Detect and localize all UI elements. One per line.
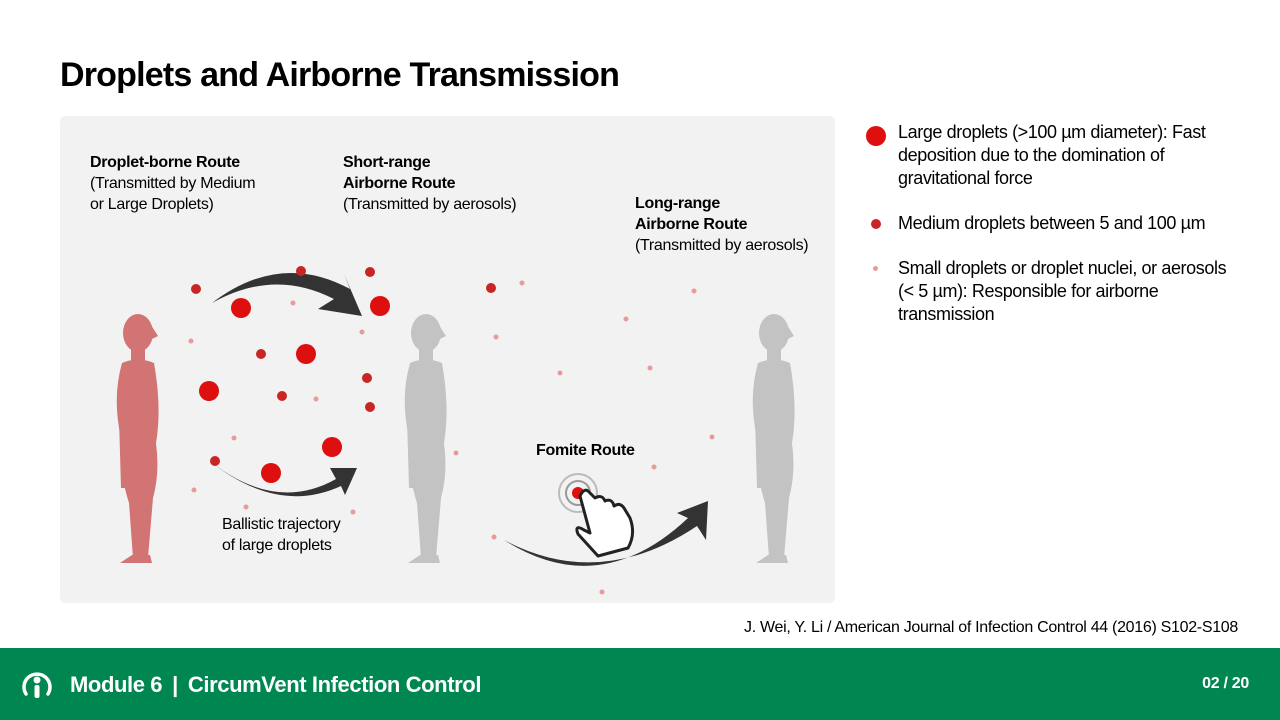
short-range-title2: Airborne Route	[343, 175, 456, 192]
medium-droplet	[296, 266, 306, 276]
small-droplet	[491, 534, 497, 540]
medium-droplet	[256, 349, 266, 359]
fomite-label: Fomite Route	[536, 440, 635, 461]
long-range-title2: Airborne Route	[635, 216, 748, 233]
small-droplet	[709, 434, 715, 440]
small-droplet	[243, 504, 249, 510]
footer-module-title: Module 6 | CircumVent Infection Control	[70, 672, 481, 698]
footer-course: CircumVent Infection Control	[187, 672, 482, 697]
medium-droplet	[191, 284, 201, 294]
medium-droplet	[362, 373, 372, 383]
small-droplet	[359, 329, 365, 335]
medium-droplet-icon	[871, 219, 881, 229]
legend-medium: Medium droplets between 5 and 100 µm	[866, 212, 1246, 235]
short-range-sub: (Transmitted by aerosols)	[343, 196, 517, 213]
small-droplet	[290, 300, 296, 306]
droplet-arrow-top	[212, 272, 362, 316]
small-droplet	[623, 316, 629, 322]
large-droplet-icon	[866, 126, 886, 146]
droplet-route-label: Droplet-borne Route (Transmitted by Medi…	[90, 152, 256, 215]
person-circle-icon	[22, 672, 52, 698]
small-droplet	[191, 487, 197, 493]
legend-medium-text: Medium droplets between 5 and 100 µm	[898, 213, 1206, 233]
small-droplet	[599, 589, 605, 595]
large-droplet	[231, 298, 251, 318]
small-droplets	[188, 280, 715, 595]
small-droplet	[691, 288, 697, 294]
large-droplets	[199, 296, 390, 483]
footer-bar: Module 6 | CircumVent Infection Control 02…	[0, 648, 1280, 720]
legend-small-text: Small droplets or droplet nuclei, or aer…	[898, 258, 1227, 324]
medium-droplet	[486, 283, 496, 293]
small-droplet-icon	[873, 266, 878, 271]
ballistic-line2: of large droplets	[222, 537, 332, 554]
short-range-person	[404, 314, 447, 563]
small-droplet	[519, 280, 525, 286]
fomite-title: Fomite Route	[536, 442, 635, 459]
long-range-person	[752, 314, 795, 563]
medium-droplet	[365, 402, 375, 412]
small-droplet	[651, 464, 657, 470]
footer-separator: |	[172, 672, 178, 697]
large-droplet	[296, 344, 316, 364]
legend-large-text: Large droplets (>100 µm diameter): Fast …	[898, 122, 1206, 188]
small-droplet	[231, 435, 237, 441]
hand-touch-icon	[558, 473, 635, 558]
long-range-label: Long-range Airborne Route (Transmitted b…	[635, 193, 809, 256]
small-droplet	[453, 450, 459, 456]
ballistic-line1: Ballistic trajectory	[222, 516, 341, 533]
infected-person	[116, 314, 159, 563]
footer-module: Module 6	[70, 672, 163, 697]
long-range-sub: (Transmitted by aerosols)	[635, 237, 809, 254]
droplet-route-sub1: (Transmitted by Medium	[90, 175, 256, 192]
large-droplet	[199, 381, 219, 401]
small-droplet	[493, 334, 499, 340]
droplet-legend: Large droplets (>100 µm diameter): Fast …	[866, 121, 1246, 348]
large-droplet	[370, 296, 390, 316]
legend-large: Large droplets (>100 µm diameter): Fast …	[866, 121, 1246, 190]
diagram-panel: Droplet-borne Route (Transmitted by Medi…	[60, 116, 835, 603]
page-number: 02 / 20	[1202, 675, 1249, 692]
page-title: Droplets and Airborne Transmission	[60, 56, 620, 94]
small-droplet	[313, 396, 319, 402]
large-droplet	[322, 437, 342, 457]
small-droplet	[350, 509, 356, 515]
small-droplet	[557, 370, 563, 376]
medium-droplet	[277, 391, 287, 401]
short-range-label: Short-range Airborne Route (Transmitted …	[343, 152, 517, 215]
droplet-route-sub2: or Large Droplets)	[90, 196, 214, 213]
medium-droplet	[210, 456, 220, 466]
long-range-title1: Long-range	[635, 195, 720, 212]
ballistic-label: Ballistic trajectory of large droplets	[222, 514, 341, 556]
large-droplet	[261, 463, 281, 483]
legend-small: Small droplets or droplet nuclei, or aer…	[866, 257, 1246, 326]
short-range-title1: Short-range	[343, 154, 431, 171]
transmission-diagram	[116, 266, 795, 595]
small-droplet	[188, 338, 194, 344]
citation: J. Wei, Y. Li / American Journal of Infe…	[744, 619, 1238, 636]
medium-droplet	[365, 267, 375, 277]
ballistic-arrow	[206, 458, 357, 497]
medium-droplets	[191, 266, 496, 466]
droplet-route-title: Droplet-borne Route	[90, 154, 240, 171]
small-droplet	[647, 365, 653, 371]
